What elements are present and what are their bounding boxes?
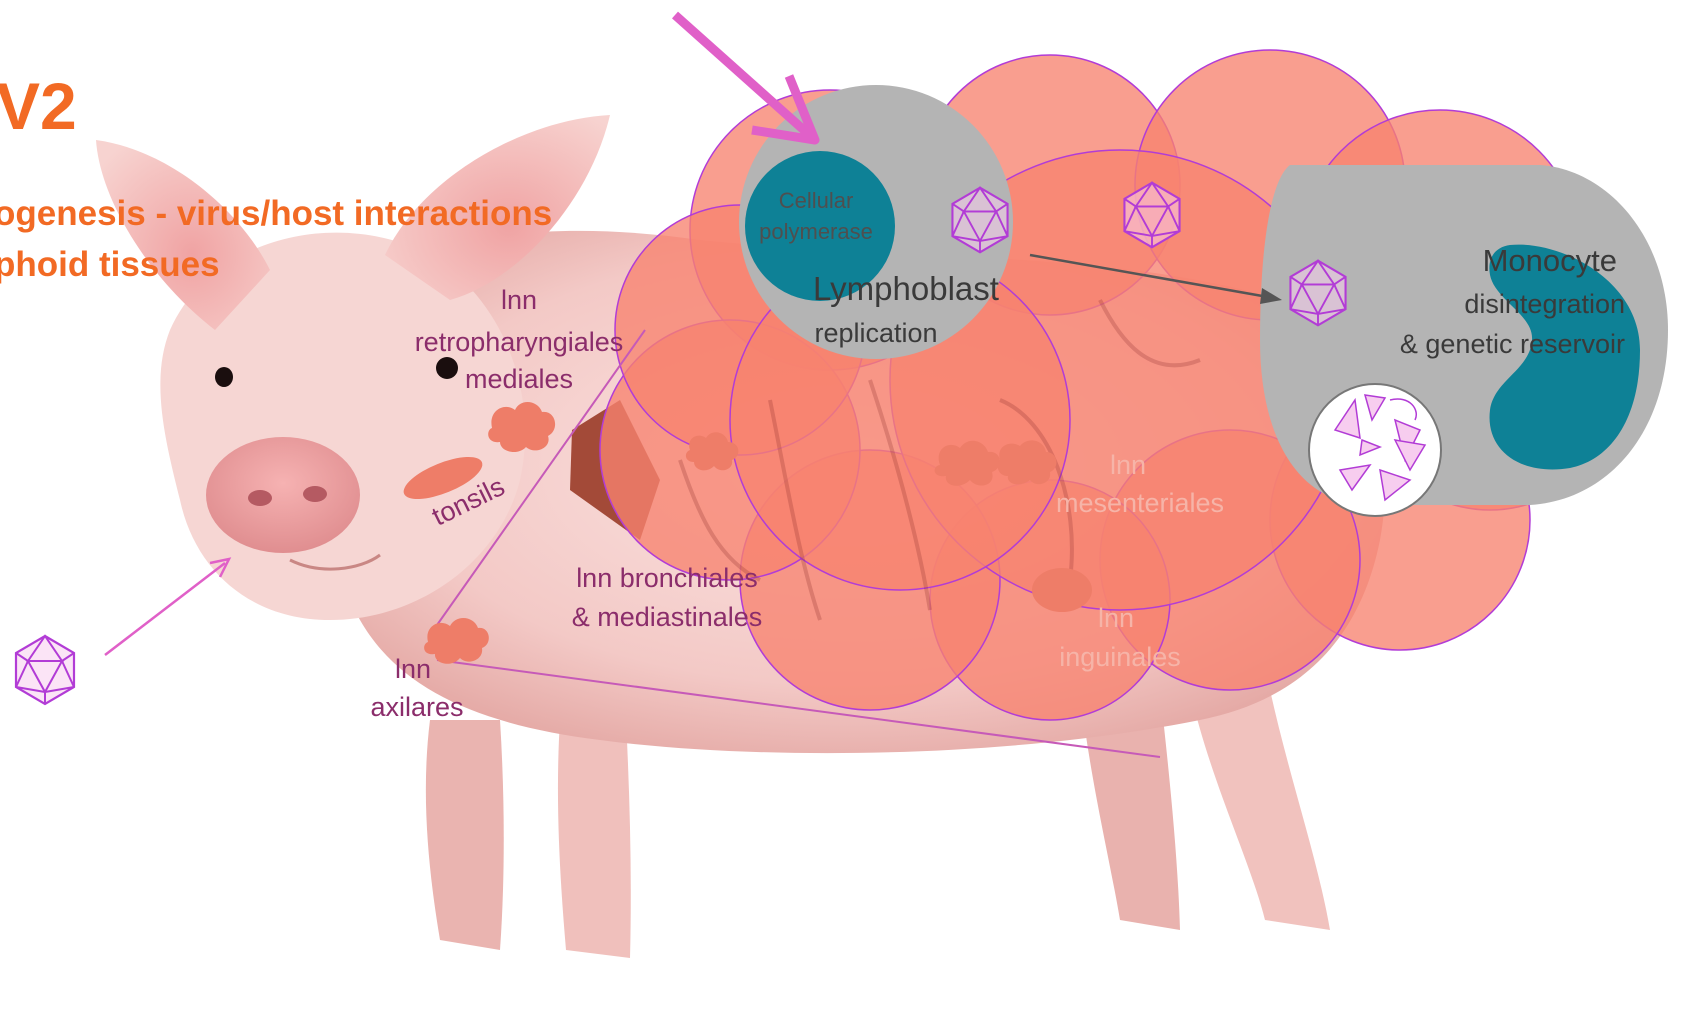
pig-leg (425, 720, 504, 950)
phagosome-icon (1308, 383, 1442, 517)
entry-arrow-pig (104, 557, 232, 656)
pig-leg (557, 720, 631, 958)
retropharyngiales-label-line2: retropharyngiales (415, 327, 624, 357)
bronchiales-label-line2: & mediastinales (572, 602, 763, 632)
page-title: V2 (0, 69, 77, 143)
retropharyngiales-label-line3: mediales (465, 364, 573, 394)
pig-nostril (248, 490, 272, 506)
page-subtitle-line1: ogenesis - virus/host interactions (0, 194, 553, 233)
mesenteriales-label-line2: mesenteriales (1056, 488, 1224, 518)
inguinales-label-line1: lnn (1098, 603, 1134, 633)
pig-nostril (303, 486, 327, 502)
internal-organs (678, 299, 1201, 621)
lymph-node-shapes (403, 401, 1092, 664)
pig-snout (206, 437, 360, 553)
pig-eye (436, 357, 458, 379)
retropharyngiales-label-line1: lnn (501, 285, 537, 315)
pig-mouth (289, 553, 381, 571)
entry-arrow-top (672, 11, 820, 145)
genetic-reservoir-label: & genetic reservoir (1400, 329, 1625, 359)
axilares-label-line2: axilares (370, 692, 463, 722)
pig-ear-right (385, 115, 610, 300)
virus-fragments-icon (1333, 394, 1427, 502)
lymph-node-bronchiales (685, 432, 739, 471)
lymphoblast-nucleus (745, 151, 895, 301)
lymph-node-inguinales (1032, 568, 1092, 612)
pig-eye (215, 367, 233, 387)
polymerase-label-line1: Cellular (779, 188, 854, 213)
lymphoblast-cell: Cellular polymerase Lymphoblast replicat… (739, 85, 1013, 359)
monocyte-nucleus (1489, 244, 1640, 470)
virus-icon (14, 634, 76, 706)
page-subtitle-line2: phoid tissues (0, 245, 220, 284)
monocyte-cell: Monocyte disintegration & genetic reserv… (1260, 165, 1668, 517)
lymph-node-retropharyngiales (488, 401, 556, 453)
monocyte-label: Monocyte (1483, 243, 1617, 278)
pig-ear-left (96, 140, 270, 330)
lymph-node-mesenteriales-2 (997, 440, 1057, 485)
transport-arrow (1029, 253, 1282, 304)
bronchiales-label-line1: lnn bronchiales (576, 563, 758, 593)
axilares-label-line1: lnn (395, 654, 431, 684)
disintegration-label: disintegration (1464, 289, 1625, 319)
polymerase-label-line2: polymerase (759, 219, 873, 244)
pig-leg (1190, 690, 1330, 930)
connector-line (436, 659, 1161, 758)
lymph-node-axilares (424, 617, 489, 664)
tonsil-shape (403, 457, 483, 499)
lymphoblast-label: Lymphoblast (813, 270, 999, 307)
connector-line (436, 329, 646, 626)
replication-label: replication (814, 318, 937, 348)
lymph-node-mesenteriales (934, 440, 1000, 486)
inguinales-label-line2: inguinales (1059, 642, 1181, 672)
mesenteriales-label-line1: lnn (1110, 450, 1146, 480)
